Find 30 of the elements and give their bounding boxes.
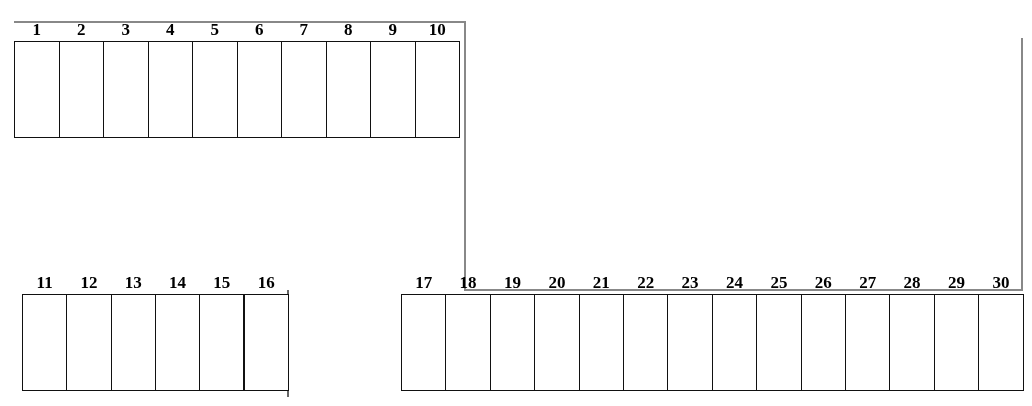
stall-number: 24 [725,273,744,293]
stall-number: 27 [858,273,878,293]
stall-number: 19 [503,273,522,293]
stall-number: 18 [458,273,478,293]
stall-number: 5 [209,20,220,40]
stall-number: 1 [31,20,42,40]
stall-number: 8 [343,20,354,40]
stall-number: 9 [387,20,398,40]
stall-number: 11 [35,273,54,293]
stall-number: 15 [212,273,232,293]
stall-number: 25 [769,273,789,293]
stall-number: 14 [168,273,188,293]
stall-number: 7 [298,20,309,40]
stall-number: 10 [427,20,447,40]
stall-number: 29 [947,273,966,293]
stall-number: 16 [256,273,276,293]
stall-number: 20 [547,273,567,293]
stall-number: 30 [991,273,1011,293]
stall-number: 17 [414,273,434,293]
stall-number: 22 [636,273,656,293]
stall-number: 12 [79,273,99,293]
stall-number: 21 [591,273,611,293]
stall-number: 3 [120,20,131,40]
stall-number: 13 [123,273,143,293]
stall-number: 2 [76,20,87,40]
stall-number: 6 [254,20,265,40]
stall-number: 23 [680,273,700,293]
stall-number: 26 [813,273,833,293]
stall-number: 28 [902,273,922,293]
stall-number: 4 [165,20,176,40]
